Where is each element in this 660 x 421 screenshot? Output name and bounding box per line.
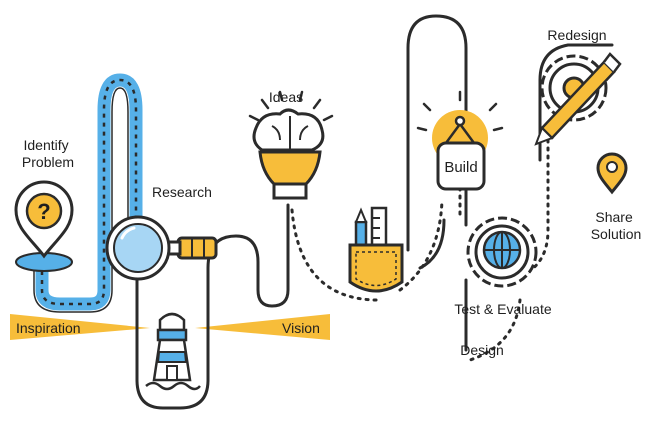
share-solution-line-2: Solution	[591, 226, 642, 242]
dotted-connector-4	[508, 138, 550, 282]
vision-label: Vision	[282, 320, 320, 336]
main-path-right	[464, 43, 614, 352]
test-evaluate-label: Test & Evaluate	[454, 301, 551, 317]
main-path	[135, 203, 290, 410]
inspiration-label: Inspiration	[16, 320, 81, 336]
redesign-label: Redesign	[547, 27, 606, 43]
share-solution-label: Share Solution	[591, 209, 642, 242]
blue-path-dashes	[40, 78, 138, 306]
design-label: Design	[460, 342, 504, 358]
identify-problem-line-2: Problem	[22, 154, 74, 170]
gear-pencil-icon	[534, 52, 622, 146]
vision-beam	[195, 314, 330, 340]
dotted-connector-2	[398, 198, 444, 292]
identify-problem-line-1: Identify	[23, 137, 68, 153]
location-pin-icon	[596, 152, 628, 195]
gear-globe-icon	[466, 216, 538, 288]
lighthouse-icon	[145, 312, 201, 391]
build-label: Build	[444, 159, 477, 176]
question-mark-glyph: ?	[37, 199, 50, 224]
inspiration-beam	[10, 314, 150, 340]
pencil-pocket-icon	[348, 206, 404, 293]
identify-problem-label: Identify Problem	[22, 137, 74, 170]
share-solution-line-1: Share	[595, 209, 633, 225]
crane-hook-icon	[416, 90, 504, 191]
ideas-label: Ideas	[269, 89, 303, 105]
blue-path-outline	[33, 87, 129, 313]
research-label: Research	[152, 184, 212, 200]
dotted-connector-1	[290, 208, 380, 302]
question-pin-icon: ?	[14, 180, 74, 272]
dotted-connector-5	[468, 298, 522, 362]
brain-bulb-icon	[248, 90, 334, 200]
magnifier-icon	[105, 215, 218, 281]
